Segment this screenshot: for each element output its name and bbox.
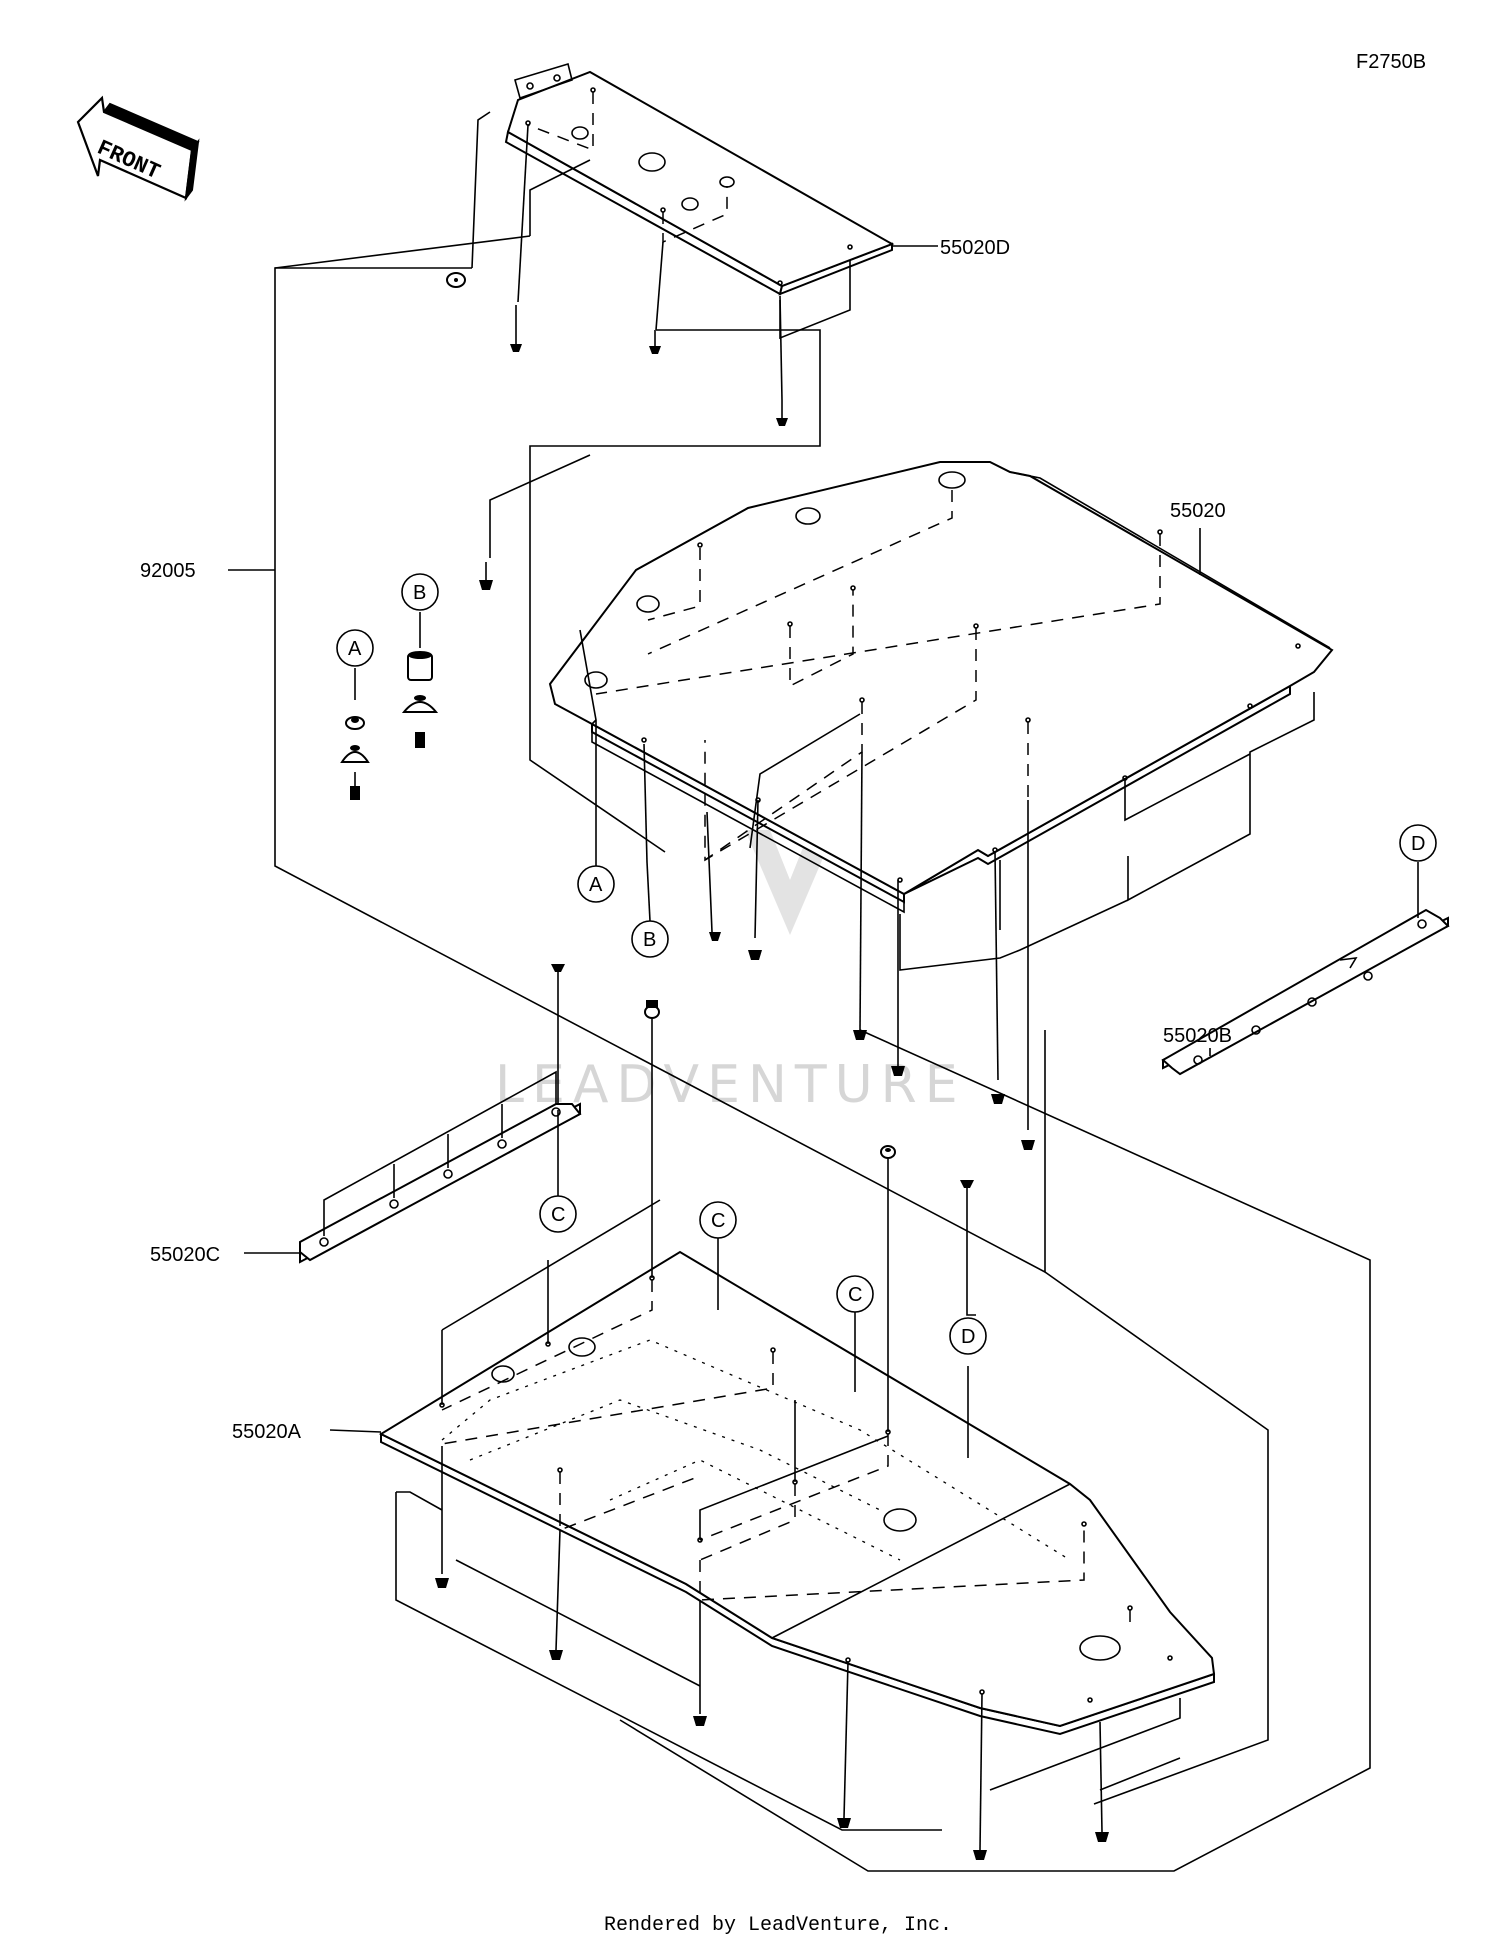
- front-arrow-icon: FRONT: [76, 95, 200, 202]
- part-55020d: [471, 62, 895, 401]
- label-55020: 55020: [1170, 500, 1226, 522]
- label-92005: 92005: [140, 560, 196, 582]
- callout-c-bottom-right: C: [836, 1275, 874, 1340]
- label-55020b: 55020B: [1163, 1025, 1232, 1047]
- svg-text:A: A: [589, 874, 603, 896]
- screws-55020d: [446, 272, 788, 426]
- svg-text:A: A: [348, 638, 362, 660]
- label-55020a: 55020A: [232, 1421, 302, 1443]
- diagram-code: F2750B: [1356, 51, 1426, 73]
- callout-c-left: C: [539, 1195, 577, 1233]
- callout-d-right: D: [1399, 824, 1437, 862]
- part-55020a: [378, 1175, 1216, 1851]
- callout-a-top: A: [336, 629, 374, 667]
- svg-text:B: B: [413, 582, 426, 604]
- svg-text:D: D: [961, 1326, 975, 1348]
- part-55020b: [1161, 862, 1450, 1076]
- callout-b-mid: B: [631, 861, 669, 958]
- callout-d-bottom: D: [949, 1317, 987, 1355]
- bracket-92005: [228, 235, 1371, 1872]
- callout-c-bottom-left: C: [699, 1201, 737, 1260]
- part-55020: [489, 454, 1334, 1130]
- screws-55020: [479, 562, 1035, 1150]
- callout-a-mid: A: [577, 770, 615, 903]
- svg-text:C: C: [711, 1210, 725, 1232]
- callout-b-top: B: [401, 573, 439, 611]
- label-55020d: 55020D: [940, 237, 1010, 259]
- svg-text:B: B: [643, 929, 656, 951]
- screws-55020a: [435, 1000, 1109, 1860]
- fastener-a: [340, 668, 370, 800]
- part-55020c: [299, 964, 582, 1264]
- leader-55020a: [329, 1429, 382, 1433]
- watermark: LEADVENTURE: [495, 720, 958, 1115]
- label-55020c: 55020C: [150, 1244, 220, 1266]
- svg-text:D: D: [1411, 833, 1425, 855]
- footer-credit: Rendered by LeadVenture, Inc.: [604, 1914, 952, 1937]
- svg-text:C: C: [551, 1204, 565, 1226]
- svg-text:C: C: [848, 1284, 862, 1306]
- fastener-b: [401, 612, 439, 748]
